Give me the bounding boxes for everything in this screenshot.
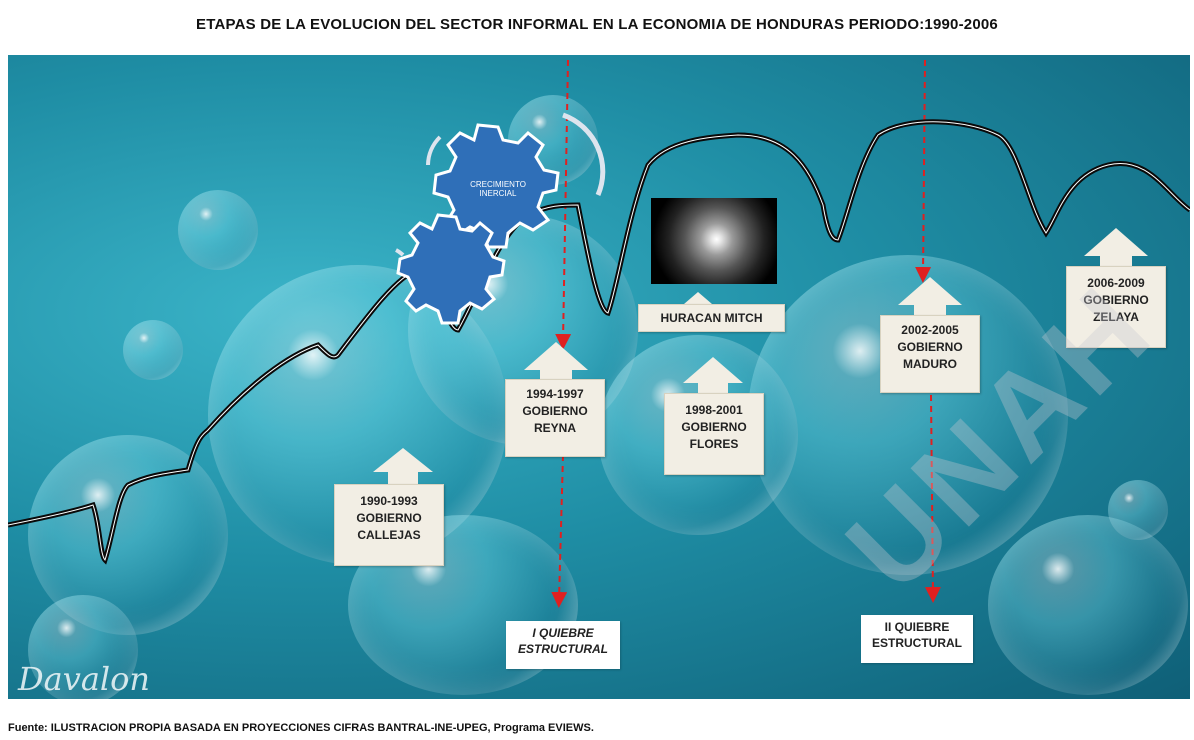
bubble [123, 320, 183, 380]
gov-box-maduro: 2002-2005 GOBIERNO MADURO [880, 315, 980, 393]
break-line-1-lower [551, 454, 568, 608]
arrow-stem [698, 382, 728, 394]
bubble [178, 190, 258, 270]
gov-box-reyna: 1994-1997 GOBIERNO REYNA [505, 379, 605, 457]
gov-years: 2006-2009 [1087, 276, 1145, 290]
bubble [1108, 480, 1168, 540]
arrow-up-icon [373, 448, 433, 472]
arrow-up-icon [898, 277, 962, 305]
break-2-line1: II QUIEBRE [884, 620, 950, 634]
arrow-up-icon [1084, 228, 1148, 256]
gear-icon [395, 112, 606, 325]
gov-line2: REYNA [533, 421, 576, 435]
gov-line1: GOBIERNO [897, 340, 963, 354]
gov-line1: GOBIERNO [681, 420, 747, 434]
break-line-2-lower [924, 394, 941, 603]
break-1-line2: ESTRUCTURAL [518, 642, 608, 656]
structural-break-1: I QUIEBRE ESTRUCTURAL [506, 621, 620, 669]
gov-box-zelaya: 2006-2009 GOBIERNO ZELAYA [1066, 266, 1166, 348]
evolution-curve-svg [8, 59, 1190, 608]
page-title: ETAPAS DE LA EVOLUCION DEL SECTOR INFORM… [196, 16, 998, 33]
structural-break-2: II QUIEBRE ESTRUCTURAL [861, 615, 973, 663]
gov-years: 2002-2005 [901, 323, 959, 337]
gov-line1: GOBIERNO [1083, 293, 1149, 307]
bubble [988, 515, 1188, 695]
gov-years: 1994-1997 [526, 387, 584, 401]
break-line-2-upper [915, 59, 932, 283]
arrow-up-icon [524, 342, 588, 370]
source-note: Fuente: ILUSTRACION PROPIA BASADA EN PRO… [8, 722, 594, 734]
gov-years: 1990-1993 [360, 494, 418, 508]
arrow-stem [540, 369, 572, 381]
arrow-stem [388, 471, 418, 485]
gov-line1: GOBIERNO [356, 511, 422, 525]
gov-box-flores: 1998-2001 GOBIERNO FLORES [664, 393, 764, 475]
gov-line2: MADURO [903, 357, 957, 371]
logo-text: Davalon [18, 660, 150, 698]
arrow-up-icon [683, 357, 743, 383]
break-line-1-upper [555, 59, 572, 350]
hurricane-image [651, 198, 777, 284]
gov-line2: CALLEJAS [357, 528, 421, 542]
gov-line2: ZELAYA [1093, 310, 1139, 324]
arrow-stem [914, 304, 946, 316]
gov-line1: GOBIERNO [522, 404, 588, 418]
break-2-line2: ESTRUCTURAL [872, 636, 962, 650]
hurricane-label: HURACAN MITCH [638, 304, 785, 332]
gear-label: CRECIMIENTO INERCIAL [470, 180, 526, 198]
gov-line2: FLORES [689, 437, 739, 451]
evolution-curve-highlight [8, 121, 1190, 561]
bubble [28, 595, 138, 699]
break-1-line1: I QUIEBRE [532, 626, 594, 640]
diagram-panel: Davalon CRECIMIENTO INERCIAL HURACAN MIT… [8, 55, 1190, 699]
arrow-stem [1100, 255, 1132, 267]
gov-box-callejas: 1990-1993 GOBIERNO CALLEJAS [334, 484, 444, 566]
arrow-up-icon [684, 292, 712, 304]
bubble [748, 255, 1068, 575]
gov-years: 1998-2001 [685, 403, 743, 417]
hurricane-label-text: HURACAN MITCH [660, 311, 763, 325]
